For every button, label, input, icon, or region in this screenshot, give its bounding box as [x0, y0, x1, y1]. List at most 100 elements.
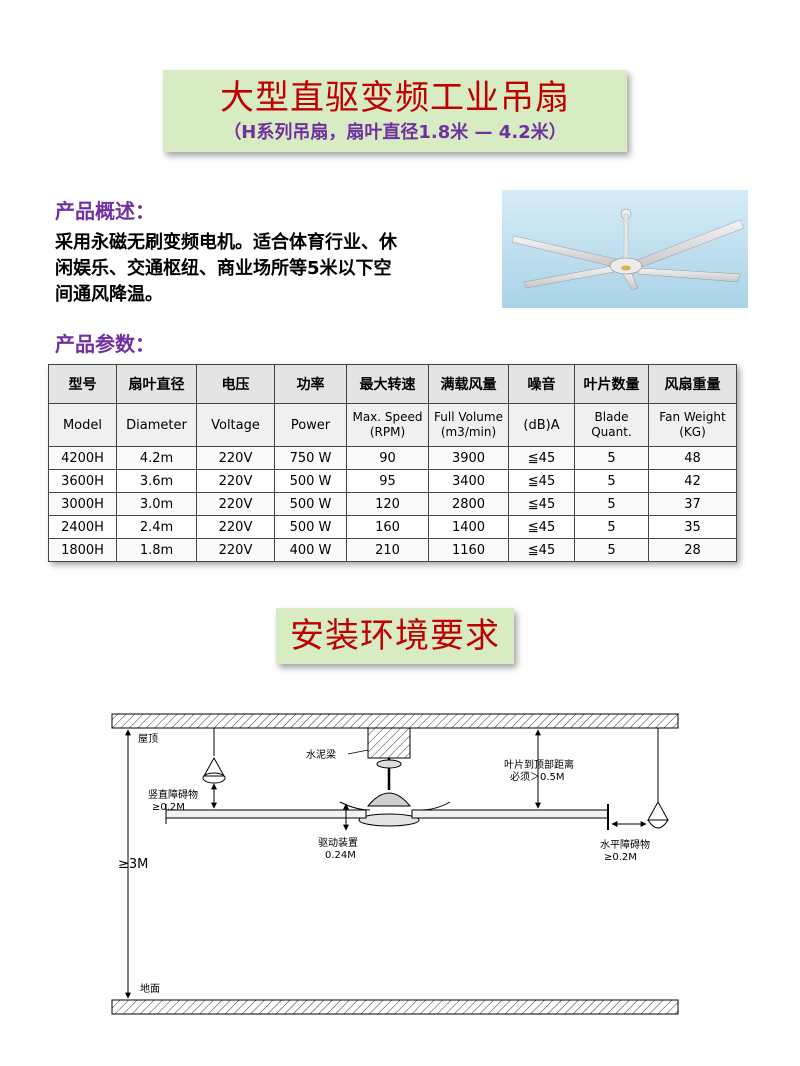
params-heading: 产品参数： — [55, 332, 155, 356]
spec-table-wrap: 型号 扇叶直径 电压 功率 最大转速 满载风量 噪音 叶片数量 风扇重量 Mod… — [48, 364, 737, 562]
table-header-en: Model Diameter Voltage Power Max. Speed … — [48, 403, 737, 447]
cell-voltage: 220V — [196, 538, 275, 562]
drive-label: 驱动装置 — [318, 836, 358, 849]
horizontal-obstacle-lamp — [647, 800, 669, 821]
cell-model: 2400H — [48, 515, 117, 539]
th-en-line: Fan Weight — [659, 410, 726, 424]
cell-blade-quant: 5 — [574, 446, 649, 470]
cell-blade-quant: 5 — [574, 515, 649, 539]
cell-max-speed: 95 — [346, 469, 429, 493]
ceiling-label: 屋顶 — [138, 733, 158, 745]
title-banner: 大型直驱变频工业吊扇 （H系列吊扇，扇叶直径1.8米 — 4.2米） — [163, 70, 627, 152]
th-full-volume: 满载风量 — [428, 364, 509, 404]
blade-top-label: 叶片到顶部距离 — [504, 758, 574, 771]
th-model: 型号 — [48, 364, 117, 404]
blade-top-value: 必须＞0.5M — [510, 770, 565, 783]
th-en-max-speed: Max. Speed (RPM) — [346, 403, 429, 447]
horizontal-obstacle-label: 水平障碍物 — [600, 838, 650, 851]
th-en-voltage: Voltage — [196, 403, 275, 447]
overview-text: 采用永磁无刷变频电机。适合体育行业、休 闲娱乐、交通枢纽、商业场所等5米以下空 … — [55, 230, 485, 308]
cell-fan-weight: 48 — [648, 446, 737, 470]
cell-power: 400 W — [274, 538, 347, 562]
cell-voltage: 220V — [196, 515, 275, 539]
cell-diameter: 1.8m — [116, 538, 197, 562]
th-voltage: 电压 — [196, 364, 275, 404]
fan-photo — [502, 190, 748, 308]
cell-voltage: 220V — [196, 469, 275, 493]
cell-noise: ≦45 — [508, 515, 575, 539]
vertical-obstacle-value: ≥0.2M — [152, 802, 185, 813]
overview-heading: 产品概述： — [55, 199, 155, 223]
overview-line: 采用永磁无刷变频电机。适合体育行业、休 — [55, 232, 397, 253]
cell-noise: ≦45 — [508, 492, 575, 516]
beam-label: 水泥梁 — [306, 748, 336, 761]
cell-power: 750 W — [274, 446, 347, 470]
th-en-line: (m3/min) — [440, 425, 497, 439]
th-en-fan-weight: Fan Weight (KG) — [648, 403, 737, 447]
th-en-noise: (dB)A — [508, 403, 575, 447]
cell-max-speed: 90 — [346, 446, 429, 470]
overview-line: 间通风降温。 — [55, 284, 163, 305]
th-en-line: Quant. — [591, 425, 632, 439]
cell-power: 500 W — [274, 515, 347, 539]
ceiling-fan-image — [502, 190, 748, 308]
th-en-diameter: Diameter — [116, 403, 197, 447]
cell-model: 1800H — [48, 538, 117, 562]
cell-full-volume: 3900 — [428, 446, 509, 470]
cell-voltage: 220V — [196, 446, 275, 470]
cell-fan-weight: 35 — [648, 515, 737, 539]
th-en-blade-quant: Blade Quant. — [574, 403, 649, 447]
cell-blade-quant: 5 — [574, 538, 649, 562]
spec-table: 型号 扇叶直径 电压 功率 最大转速 满载风量 噪音 叶片数量 风扇重量 Mod… — [48, 364, 737, 562]
install-diagram-svg: ≥3M 屋顶 地面 竖直障碍物 ≥0.2M 驱动装置 0.24M 水泥梁 叶片到… — [111, 713, 679, 1015]
cell-diameter: 3.6m — [116, 469, 197, 493]
install-banner: 安装环境要求 — [276, 608, 514, 664]
cell-fan-weight: 37 — [648, 492, 737, 516]
install-title: 安装环境要求 — [290, 616, 500, 656]
cell-model: 3000H — [48, 492, 117, 516]
cell-max-speed: 120 — [346, 492, 429, 516]
height-label: ≥3M — [118, 857, 148, 872]
cell-diameter: 2.4m — [116, 515, 197, 539]
vertical-obstacle-label: 竖直障碍物 — [148, 788, 198, 801]
th-en-line: (KG) — [679, 425, 706, 439]
fan-blade-right — [411, 809, 609, 819]
cell-full-volume: 3400 — [428, 469, 509, 493]
th-en-model: Model — [48, 403, 117, 447]
cell-power: 500 W — [274, 469, 347, 493]
ceiling-slab — [111, 713, 679, 729]
cell-blade-quant: 5 — [574, 492, 649, 516]
fan-motor — [366, 792, 412, 807]
cell-diameter: 4.2m — [116, 446, 197, 470]
th-en-line: Max. Speed — [352, 410, 423, 424]
horizontal-obstacle-value: ≥0.2M — [604, 852, 637, 863]
cell-full-volume: 2800 — [428, 492, 509, 516]
vertical-obstacle-lamp — [203, 756, 225, 777]
fan-blade-left — [165, 809, 367, 819]
cell-diameter: 3.0m — [116, 492, 197, 516]
cell-blade-quant: 5 — [574, 469, 649, 493]
th-en-power: Power — [274, 403, 347, 447]
th-noise: 噪音 — [508, 364, 575, 404]
floor-label: 地面 — [140, 982, 160, 995]
drive-value: 0.24M — [325, 850, 356, 861]
cell-fan-weight: 42 — [648, 469, 737, 493]
cell-full-volume: 1160 — [428, 538, 509, 562]
cell-model: 3600H — [48, 469, 117, 493]
overview-line: 闲娱乐、交通枢纽、商业场所等5米以下空 — [55, 258, 392, 279]
cell-noise: ≦45 — [508, 446, 575, 470]
cell-noise: ≦45 — [508, 469, 575, 493]
th-en-line: (RPM) — [369, 425, 406, 439]
th-power: 功率 — [274, 364, 347, 404]
th-diameter: 扇叶直径 — [116, 364, 197, 404]
cell-noise: ≦45 — [508, 538, 575, 562]
cell-power: 500 W — [274, 492, 347, 516]
cell-voltage: 220V — [196, 492, 275, 516]
th-blade-quant: 叶片数量 — [574, 364, 649, 404]
th-fan-weight: 风扇重量 — [648, 364, 737, 404]
page-title: 大型直驱变频工业吊扇 — [220, 78, 570, 118]
